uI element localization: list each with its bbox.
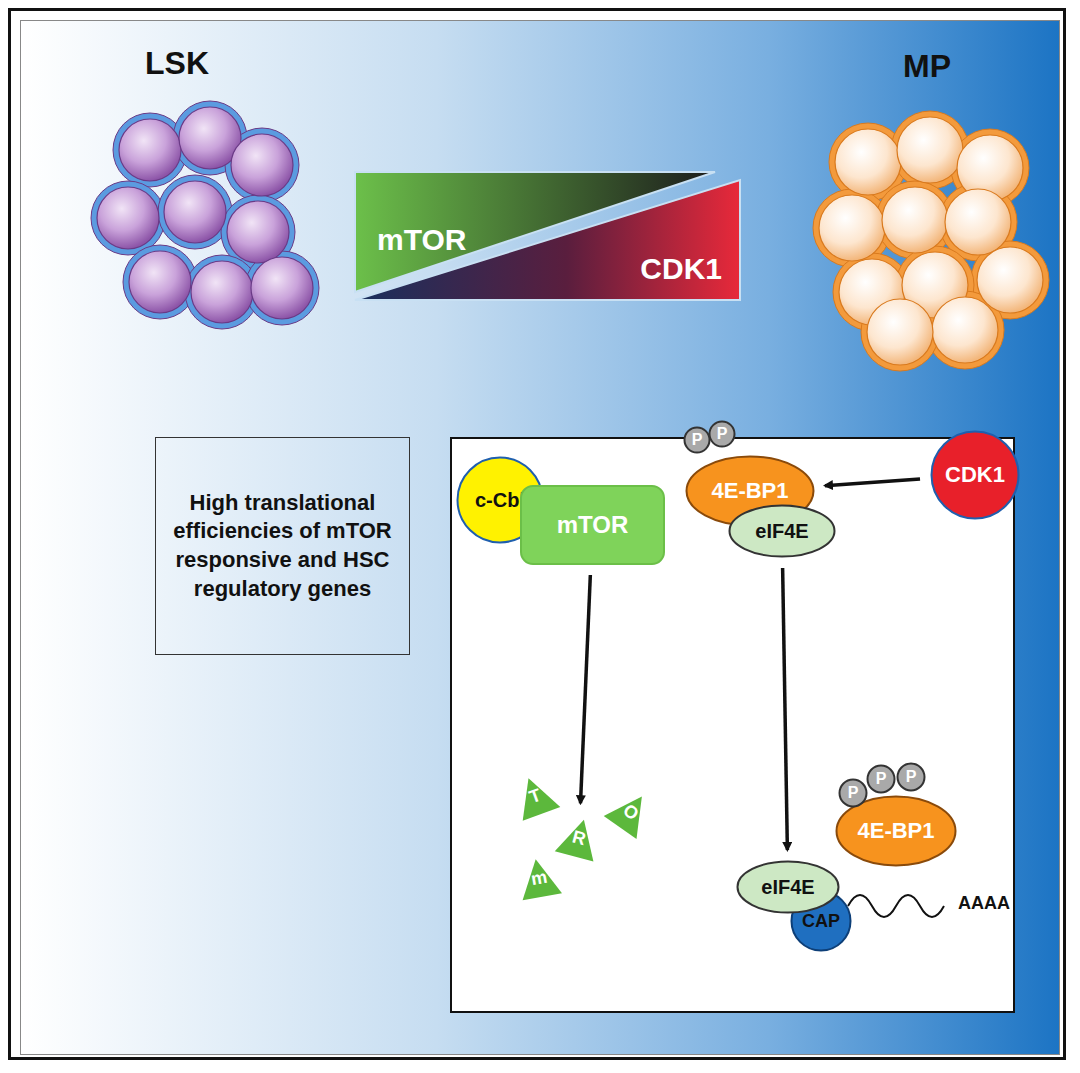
node-text: CDK1 [945, 462, 1005, 488]
phosphate-circle: P [866, 764, 896, 794]
mp-cell-cluster [813, 111, 1049, 371]
arrow-connector [825, 479, 920, 486]
population-label: MP [903, 48, 951, 85]
node-text: P [848, 784, 859, 802]
mtor-box: mTOR [520, 485, 665, 565]
node-text: 4E-BP1 [857, 818, 934, 844]
node-text: mTOR [377, 223, 466, 257]
phosphate-circle: P [708, 420, 736, 448]
node-text: High translational efficiencies of mTOR … [170, 489, 395, 603]
node-text: CAP [802, 911, 840, 932]
node-text: P [717, 425, 728, 443]
cdk1-gradient-triangle: CDK1 [355, 180, 740, 300]
population-label: LSK [145, 45, 209, 82]
node-text: P [876, 770, 887, 788]
lsk-cell-cluster [91, 101, 319, 329]
phosphate-circle: P [896, 762, 926, 792]
eif4e-ellipse: eIF4E [736, 860, 840, 914]
node-text: mTOR [557, 511, 629, 539]
summary-box: High translational efficiencies of mTOR … [155, 437, 410, 655]
mrna-strand [848, 895, 944, 917]
node-text: P [692, 431, 703, 449]
node-text: CDK1 [640, 252, 722, 286]
polya-tail-label: AAAA [958, 893, 1010, 914]
arrow-connector [783, 568, 788, 850]
phosphate-circle: P [683, 426, 711, 454]
node-text: P [906, 768, 917, 786]
eif4e-ellipse: eIF4E [728, 504, 836, 558]
node-text: m [529, 866, 548, 889]
node-text: 4E-BP1 [711, 478, 788, 504]
cdk1-circle: CDK1 [930, 430, 1020, 520]
mtor-fragment: m [515, 855, 563, 902]
node-text: eIF4E [761, 876, 814, 899]
node-text: eIF4E [755, 520, 808, 543]
phosphate-circle: P [838, 778, 868, 808]
arrow-connector [580, 575, 590, 803]
node-text: c-Cbl [475, 489, 525, 512]
